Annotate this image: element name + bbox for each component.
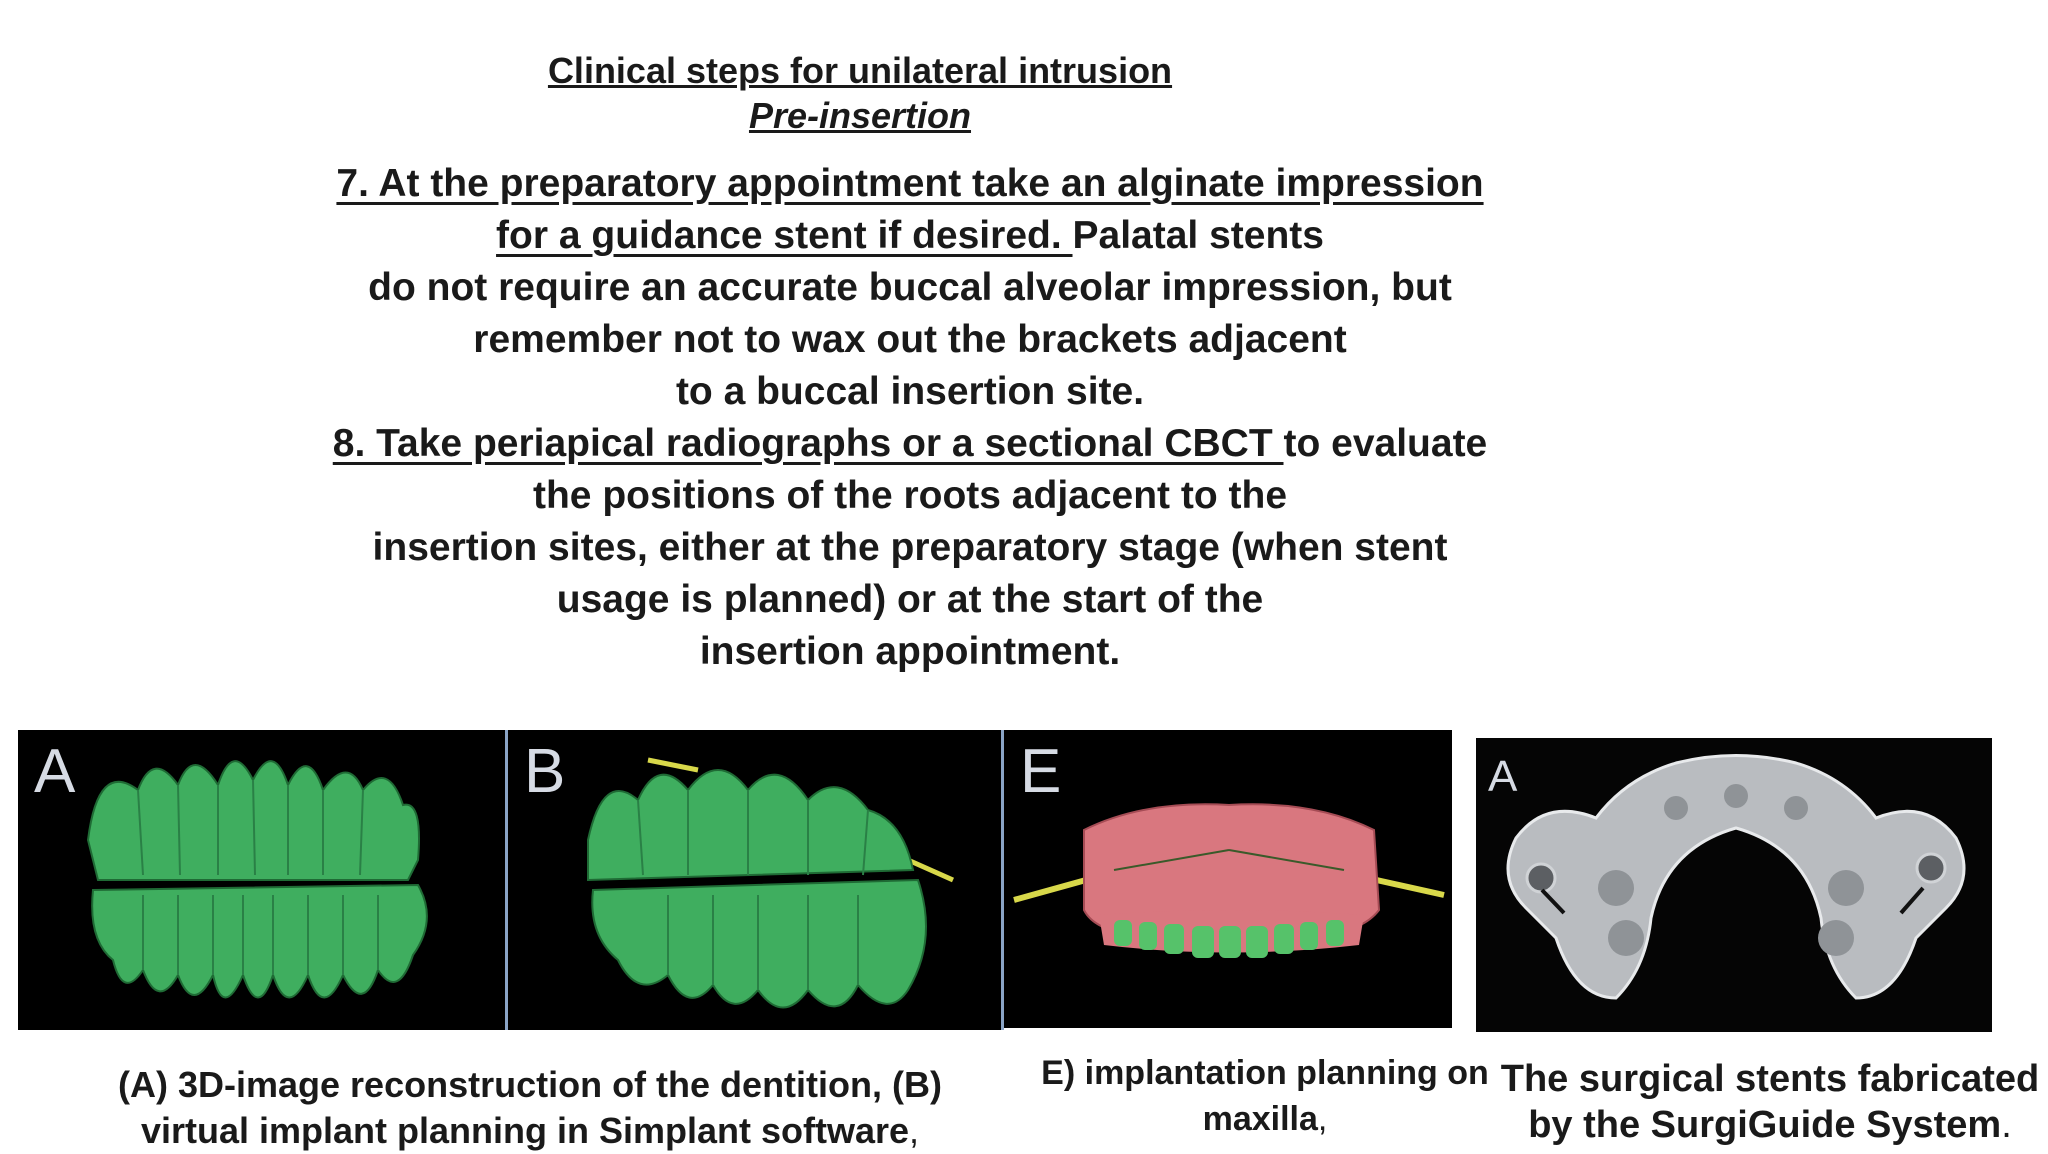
caption-ab-line1: (A) 3D-image reconstruction of the denti… [118, 1064, 942, 1105]
step7-line2: for a guidance stent if desired. Palatal… [190, 210, 1630, 262]
caption-stent: The surgical stents fabricated by the Su… [1490, 1056, 2048, 1148]
panel-a-letter: A [34, 737, 76, 806]
caption-ab-text: virtual implant planning in Simplant sof… [140, 1110, 910, 1151]
step7-line1: 7. At the preparatory appointment take a… [190, 158, 1630, 210]
caption-maxilla: E) implantation planning on maxilla, [1030, 1050, 1500, 1142]
caption-ab-trail: , [909, 1110, 920, 1151]
step8-line1: 8. Take periapical radiographs or a sect… [190, 418, 1630, 470]
caption-s-trail: . [2001, 1104, 2012, 1146]
implant-planning-illustration [587, 757, 955, 1009]
figure-implant-planning: B [508, 730, 1002, 1030]
step7-underlined-1: 7. At the preparatory appointment take a… [336, 162, 1484, 205]
slide-subtitle: Pre-insertion [748, 95, 972, 136]
step8-line4: usage is planned) or at the start of the [556, 578, 1264, 621]
panel-e-letter: E [1020, 737, 1062, 806]
caption-dentition: (A) 3D-image reconstruction of the denti… [60, 1062, 1000, 1154]
surgical-stent-illustration [1506, 754, 1966, 1000]
step7-line3: do not require an accurate buccal alveol… [368, 266, 1452, 309]
step8-line3: insertion sites, either at the preparato… [372, 526, 1448, 569]
caption-s-line2: by the SurgiGuide System. [1490, 1102, 2048, 1148]
maxilla-planning-illustration [1013, 803, 1445, 958]
slide-body-text: 7. At the preparatory appointment take a… [190, 158, 1630, 678]
caption-e-text: maxilla [1202, 1100, 1318, 1138]
caption-s-line1: The surgical stents fabricated [1500, 1058, 2040, 1100]
step7-line5: to a buccal insertion site. [675, 370, 1145, 413]
panel-divider [505, 730, 508, 1030]
step8-rest-1: to evaluate [1283, 422, 1488, 465]
figure-surgical-stent: A [1476, 738, 1992, 1032]
panel-b-letter: B [524, 737, 566, 806]
step7-underlined-2: for a guidance stent if desired. [496, 214, 1073, 257]
step7-rest-2: Palatal stents [1072, 214, 1324, 257]
step8-line5: insertion appointment. [699, 630, 1121, 673]
dentition-3d-illustration [86, 760, 428, 999]
figure-maxilla-planning: E [1004, 730, 1452, 1028]
panel-stent-letter: A [1488, 752, 1518, 801]
caption-e-trail: , [1317, 1100, 1328, 1138]
caption-e-line2: maxilla, [1030, 1096, 1500, 1142]
slide-title: Clinical steps for unilateral intrusion [547, 50, 1173, 91]
caption-ab-line2: virtual implant planning in Simplant sof… [60, 1108, 1000, 1154]
step7-line4: remember not to wax out the brackets adj… [473, 318, 1347, 361]
panel-divider [1001, 730, 1004, 1030]
step8-underlined: 8. Take periapical radiographs or a sect… [332, 422, 1284, 465]
step8-line2: the positions of the roots adjacent to t… [532, 474, 1288, 517]
caption-s-text: by the SurgiGuide System [1528, 1104, 2002, 1146]
figure-dentition-3d: A [18, 730, 506, 1030]
caption-e-line1: E) implantation planning on [1041, 1054, 1489, 1092]
